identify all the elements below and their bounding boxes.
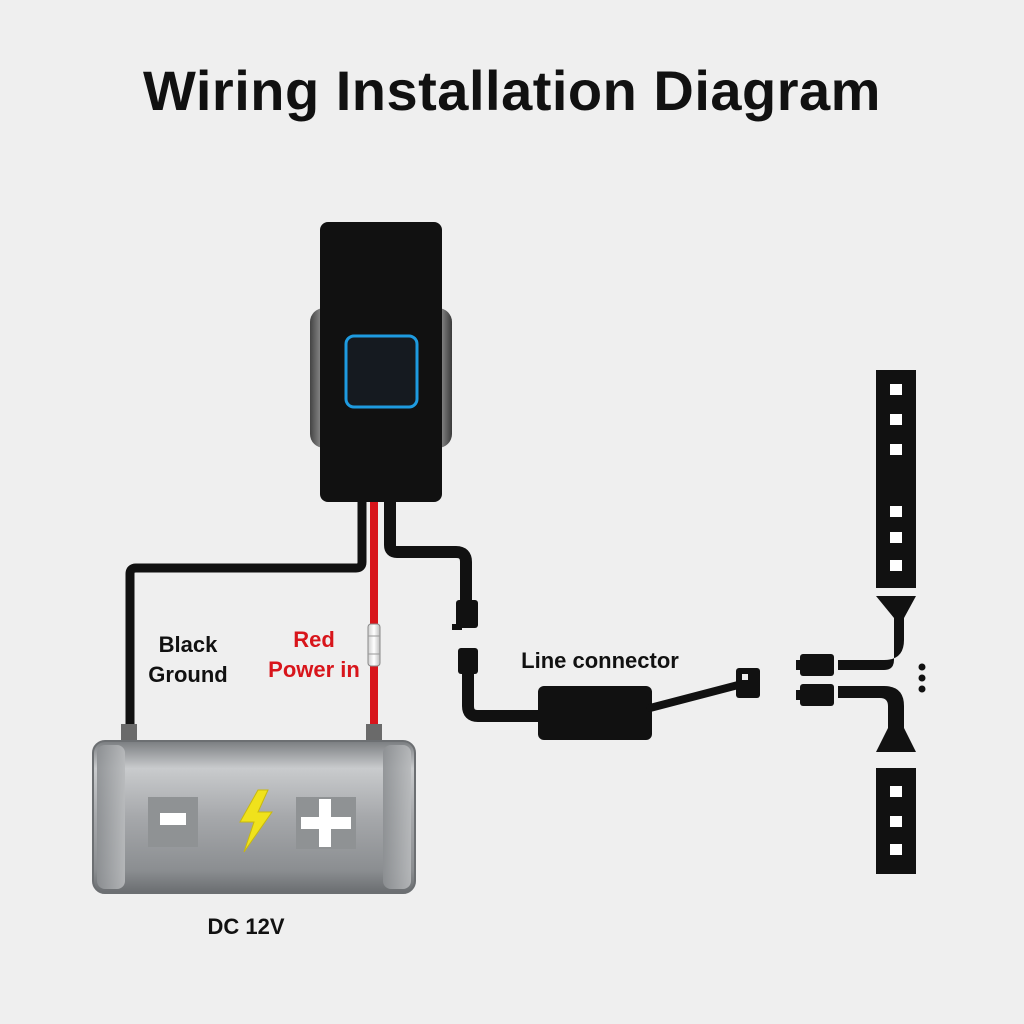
black-ground-label-line1: Black bbox=[158, 632, 218, 657]
black-ground-label-line2: Ground bbox=[148, 662, 228, 687]
led-strip-bottom bbox=[838, 686, 916, 874]
line-connector-label: Line connector bbox=[521, 648, 679, 673]
output-wire bbox=[384, 502, 540, 722]
continuation-dots bbox=[918, 663, 926, 693]
battery-icon bbox=[92, 724, 416, 894]
line-connector bbox=[538, 668, 760, 740]
inline-fuse bbox=[367, 623, 381, 667]
page-title: Wiring Installation Diagram bbox=[143, 59, 881, 122]
red-power-label-line1: Red bbox=[293, 627, 335, 652]
lightning-bolt-icon bbox=[239, 789, 273, 853]
black-ground-label: Black Ground bbox=[138, 630, 238, 690]
red-power-label-line2: Power in bbox=[268, 657, 360, 682]
black-ground-wire bbox=[125, 502, 367, 732]
strip-connectors bbox=[796, 654, 834, 706]
red-power-label: Red Power in bbox=[256, 625, 372, 685]
battery-label: DC 12V bbox=[207, 914, 285, 939]
switch-controller bbox=[310, 222, 452, 502]
led-strip-top bbox=[838, 370, 916, 670]
